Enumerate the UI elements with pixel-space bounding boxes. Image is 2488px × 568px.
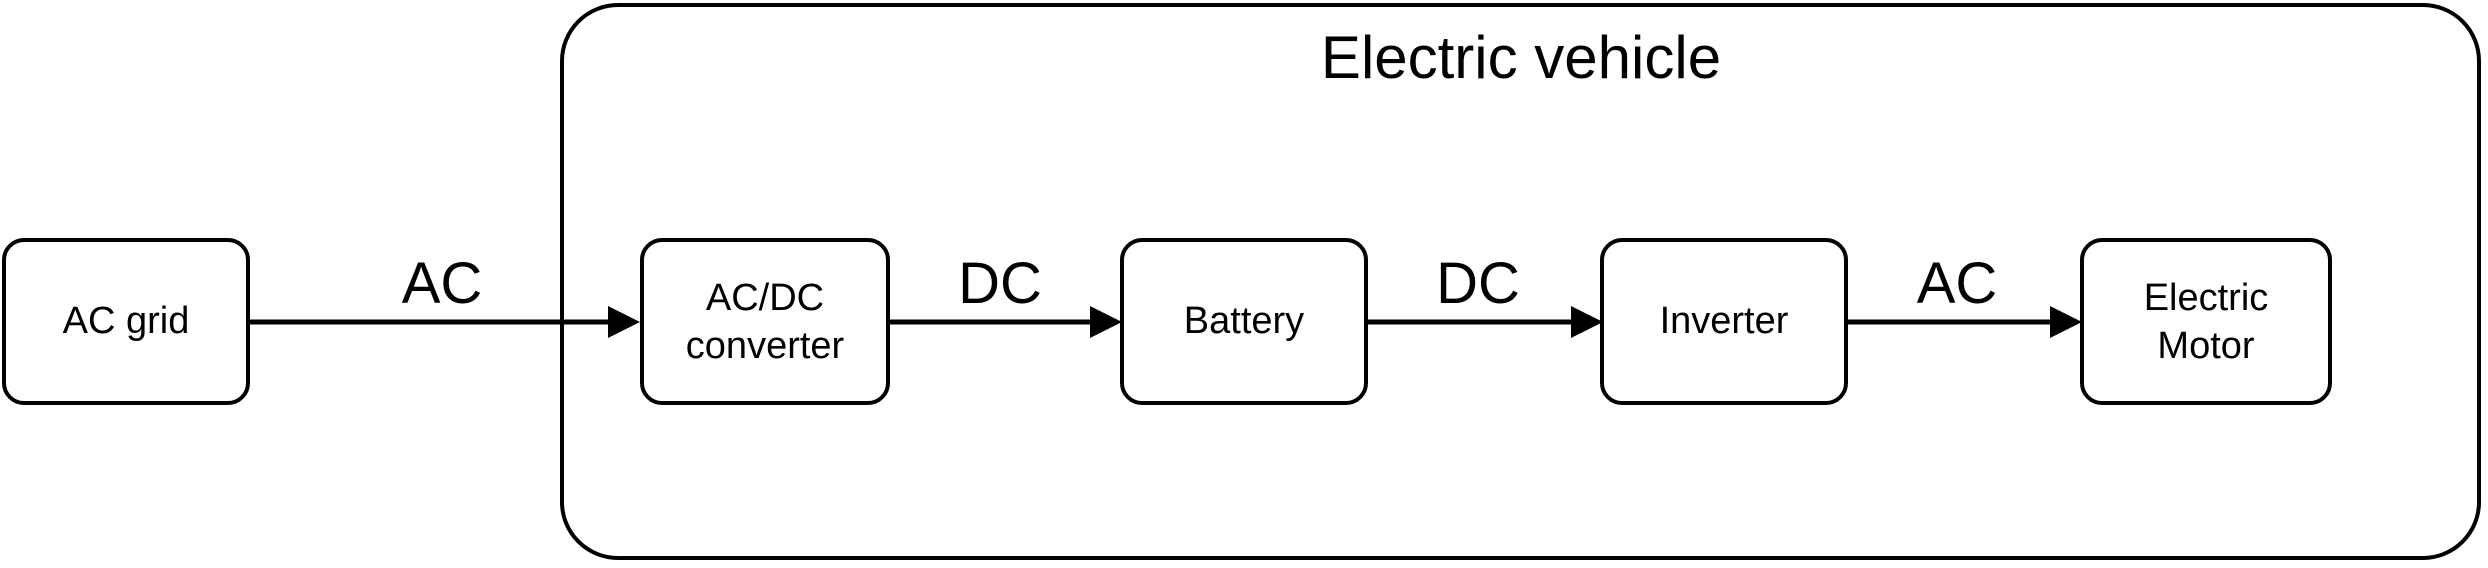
edge-inverter-motor: AC [1845,251,2082,338]
node-ac-dc-converter-label-line2: converter [686,325,845,367]
node-inverter-box[interactable] [1600,238,1848,405]
edge-battery-inverter: DC [1365,251,1603,338]
electric-vehicle-group[interactable] [560,3,2481,560]
node-electric-motor[interactable]: Electric Motor [2080,238,2332,405]
node-battery-box[interactable] [1120,238,1368,405]
electric-vehicle-group-title: Electric vehicle [1321,24,1721,91]
node-inverter[interactable]: Inverter [1600,238,1848,405]
node-battery[interactable]: Battery [1120,238,1368,405]
node-electric-motor-box[interactable] [2080,238,2332,405]
edge-inverter-motor-label: AC [1917,251,1998,316]
edge-converter-battery: DC [888,251,1122,338]
node-inverter-label: Inverter [1660,300,1789,342]
edge-grid-converter: AC [248,251,640,338]
edge-grid-converter-label: AC [402,251,483,316]
node-electric-motor-label-line1: Electric [2144,277,2269,319]
node-ac-grid-box[interactable] [2,238,250,405]
node-ac-dc-converter-label-line1: AC/DC [706,277,824,319]
edge-converter-battery-label: DC [958,251,1042,316]
node-ac-dc-converter[interactable]: AC/DC converter [640,238,890,405]
edge-battery-inverter-label: DC [1436,251,1520,316]
edge-inverter-motor-arrowhead [2050,306,2082,338]
node-ac-grid[interactable]: AC grid [2,238,250,405]
edge-battery-inverter-arrowhead [1571,306,1603,338]
node-electric-motor-label-line2: Motor [2157,325,2254,367]
node-ac-dc-converter-box[interactable] [640,238,890,405]
node-battery-label: Battery [1184,300,1304,342]
edge-grid-converter-arrowhead [608,306,640,338]
edge-converter-battery-arrowhead [1090,306,1122,338]
node-ac-grid-label: AC grid [63,300,190,342]
